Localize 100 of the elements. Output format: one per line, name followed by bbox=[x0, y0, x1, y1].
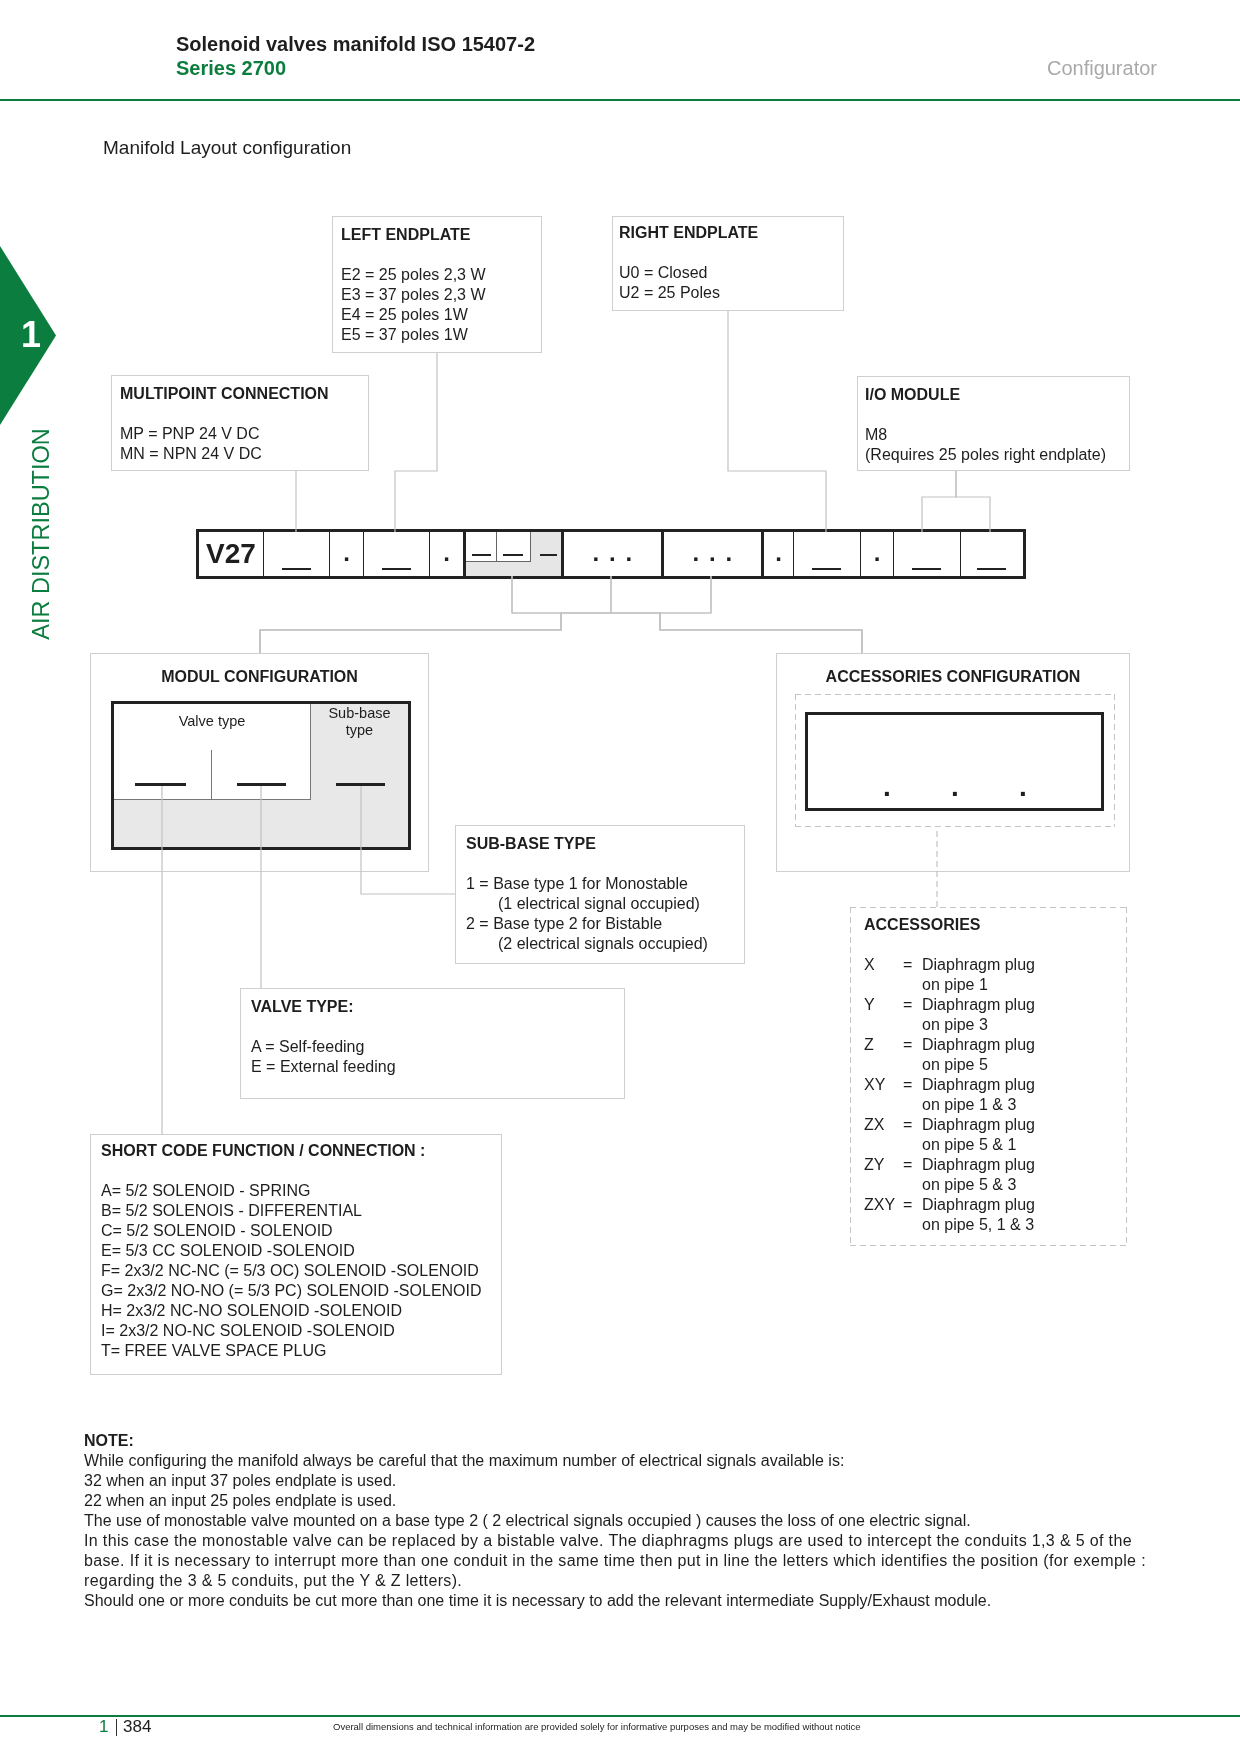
option-panel bbox=[111, 375, 369, 471]
note-text: The use of monostable valve mounted on a base type 2 ( 2 electrical signals occupied ) causes the loss of one electric signal. bbox=[84, 1511, 971, 1531]
note-text: While configuring the manifold always be careful that the maximum number of electrical signals available is: bbox=[84, 1451, 845, 1471]
section-title: SHORT CODE FUNCTION / CONNECTION : bbox=[101, 1141, 426, 1161]
equals-sign: = bbox=[903, 955, 913, 975]
note-text: Should one or more conduits be cut more than one time it is necessary to add the relevant intermediate Supply/Exhaust module. bbox=[84, 1591, 992, 1611]
definition-line: MN = NPN 24 V DC bbox=[120, 444, 262, 464]
page-number: 384 bbox=[123, 1717, 152, 1737]
accessory-slot bbox=[805, 712, 1104, 811]
connector-line bbox=[360, 785, 456, 895]
slot-caption: Sub-base type bbox=[327, 705, 392, 739]
option-panel bbox=[455, 825, 745, 964]
connector-line bbox=[260, 785, 262, 989]
separator-dot: . bbox=[443, 538, 450, 568]
definition-line: E= 5/3 CC SOLENOID -SOLENOID bbox=[101, 1241, 355, 1261]
equals-sign: = bbox=[903, 1075, 913, 1095]
section-name: Configurator bbox=[1046, 56, 1157, 80]
connector-line bbox=[659, 575, 863, 654]
fill-in-line bbox=[135, 783, 186, 786]
definition-line: E = External feeding bbox=[251, 1057, 396, 1077]
definition-text: Diaphragm plug on pipe 1 bbox=[922, 955, 1036, 995]
option-code: Z bbox=[864, 1035, 874, 1055]
chapter-number: 1 bbox=[21, 315, 42, 355]
series-subtitle: Series 2700 bbox=[176, 56, 287, 80]
separator-dot: . bbox=[873, 538, 881, 568]
definition-line: (1 electrical signal occupied) bbox=[498, 894, 700, 914]
definition-line: U2 = 25 Poles bbox=[619, 283, 720, 303]
separator-dot: . bbox=[343, 538, 350, 568]
equals-sign: = bbox=[903, 1115, 913, 1135]
chapter-name: AIR DISTRIBUTION bbox=[28, 428, 54, 640]
diagram-title: Manifold Layout configuration bbox=[103, 137, 352, 159]
section-title: MODUL CONFIGURATION bbox=[161, 667, 358, 687]
equals-sign: = bbox=[903, 1035, 913, 1055]
chapter-number: 1 bbox=[99, 1717, 109, 1737]
section-title: LEFT ENDPLATE bbox=[341, 225, 471, 245]
fill-in-line bbox=[237, 783, 286, 786]
code-slot bbox=[463, 532, 561, 576]
connector-line bbox=[955, 470, 991, 533]
connector-line bbox=[161, 785, 163, 1135]
option-panel bbox=[612, 216, 844, 311]
note-text: In this case the monostable valve can be replaced by a bistable valve. The diaphragms plugs are used to intercept the conduits 1,3 & 5 of the base. If it is necessary to interrupt more than one conduit in the same time then put in line the letters which identifies the position (for exemple : regarding the 3 & 5 conduits, put the Y & Z letters). bbox=[84, 1531, 1146, 1591]
page-title: Solenoid valves manifold ISO 15407-2 bbox=[176, 32, 536, 56]
definition-line: B= 5/2 SOLENOIS - DIFFERENTIAL bbox=[101, 1201, 362, 1221]
option-code: X bbox=[864, 955, 875, 975]
fill-in-line bbox=[336, 783, 385, 786]
definition-line: E2 = 25 poles 2,3 W bbox=[341, 265, 486, 285]
code-bar bbox=[196, 529, 1026, 579]
definition-text: Diaphragm plug on pipe 5 & 1 bbox=[922, 1115, 1036, 1155]
section-title: RIGHT ENDPLATE bbox=[619, 223, 759, 243]
option-code: ZY bbox=[864, 1155, 885, 1175]
config-panel bbox=[90, 653, 429, 872]
option-code: Y bbox=[864, 995, 875, 1015]
equals-sign: = bbox=[903, 995, 913, 1015]
option-panel bbox=[332, 216, 542, 353]
section-title: ACCESSORIES CONFIGURATION bbox=[825, 667, 1081, 687]
section-title: VALVE TYPE: bbox=[251, 997, 354, 1017]
definition-line: I= 2x3/2 NO-NC SOLENOID -SOLENOID bbox=[101, 1321, 395, 1341]
option-code: ZXY bbox=[864, 1195, 896, 1215]
config-panel bbox=[776, 653, 1130, 872]
option-code: XY bbox=[864, 1075, 886, 1095]
code-prefix: V27 bbox=[206, 537, 256, 571]
definition-line: A= 5/2 SOLENOID - SPRING bbox=[101, 1181, 311, 1201]
section-title: ACCESSORIES bbox=[864, 915, 981, 935]
connector-line bbox=[394, 352, 438, 533]
definition-line: 2 = Base type 2 for Bistable bbox=[466, 914, 663, 934]
note-heading: NOTE: bbox=[84, 1431, 134, 1451]
equals-sign: = bbox=[903, 1195, 913, 1215]
section-title: MULTIPOINT CONNECTION bbox=[120, 384, 329, 404]
definition-line: (Requires 25 poles right endplate) bbox=[865, 445, 1107, 465]
module-frame bbox=[111, 701, 411, 850]
definition-line: M8 bbox=[865, 425, 888, 445]
ellipsis-dots: ... bbox=[592, 538, 633, 568]
slot-caption: Valve type bbox=[178, 713, 246, 730]
equals-sign: = bbox=[903, 1155, 913, 1175]
option-panel bbox=[857, 376, 1130, 471]
definition-text: Diaphragm plug on pipe 3 bbox=[922, 995, 1036, 1035]
definition-text: Diaphragm plug on pipe 5 bbox=[922, 1035, 1036, 1075]
definition-line: (2 electrical signals occupied) bbox=[498, 934, 708, 954]
definition-line: H= 2x3/2 NC-NO SOLENOID -SOLENOID bbox=[101, 1301, 402, 1321]
definition-line: C= 5/2 SOLENOID - SOLENOID bbox=[101, 1221, 333, 1241]
dashed-frame bbox=[795, 694, 1115, 827]
disclaimer-text: Overall dimensions and technical information are provided solely for informative purposes and may be modified without notice bbox=[333, 1721, 861, 1733]
note-text: 22 when an input 25 poles endplate is used. bbox=[84, 1491, 397, 1511]
definition-line: U0 = Closed bbox=[619, 263, 708, 283]
definition-line: 1 = Base type 1 for Monostable bbox=[466, 874, 688, 894]
definition-text: Diaphragm plug on pipe 5, 1 & 3 bbox=[922, 1195, 1036, 1235]
definition-line: G= 2x3/2 NO-NO (= 5/3 PC) SOLENOID -SOLENOID bbox=[101, 1281, 482, 1301]
section-title: I/O MODULE bbox=[865, 385, 961, 405]
definition-line: T= FREE VALVE SPACE PLUG bbox=[101, 1341, 327, 1361]
ellipsis-dots: ... bbox=[883, 773, 1027, 801]
note-text: 32 when an input 37 poles endplate is used. bbox=[84, 1471, 397, 1491]
option-panel bbox=[90, 1134, 502, 1375]
definition-line: MP = PNP 24 V DC bbox=[120, 424, 260, 444]
definition-text: Diaphragm plug on pipe 5 & 3 bbox=[922, 1155, 1036, 1195]
definition-line: A = Self-feeding bbox=[251, 1037, 365, 1057]
section-title: SUB-BASE TYPE bbox=[466, 834, 596, 854]
option-panel bbox=[850, 907, 1127, 1246]
ellipsis-dots: ... bbox=[692, 538, 733, 568]
definition-text: Diaphragm plug on pipe 1 & 3 bbox=[922, 1075, 1036, 1115]
definition-line: E3 = 37 poles 2,3 W bbox=[341, 285, 486, 305]
